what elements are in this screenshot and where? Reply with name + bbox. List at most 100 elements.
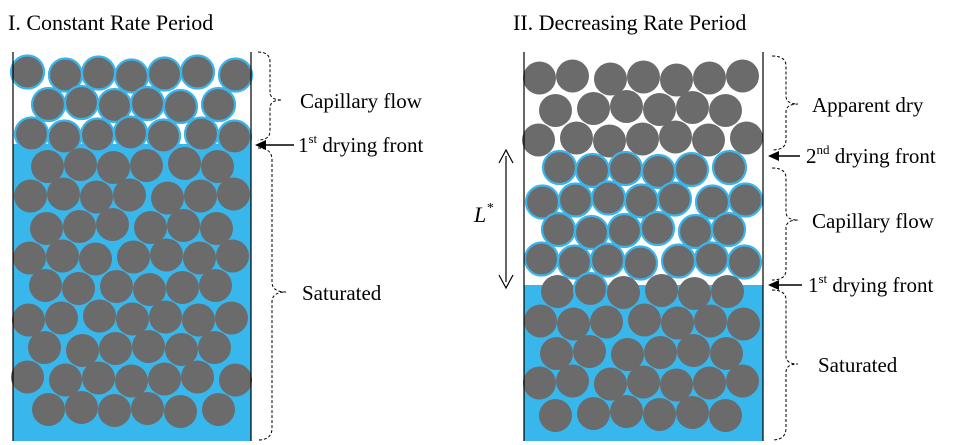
particle bbox=[726, 364, 759, 398]
particle bbox=[677, 334, 710, 367]
particle bbox=[726, 244, 763, 280]
particle bbox=[11, 360, 44, 394]
panel-decreasing-rate: II. Decreasing Rate Period L* Apparent d… bbox=[473, 10, 936, 441]
particle bbox=[660, 243, 697, 279]
particle bbox=[673, 151, 710, 188]
label-capillary-flow-right: Capillary flow bbox=[812, 209, 935, 233]
particle bbox=[168, 147, 201, 180]
particle bbox=[12, 303, 45, 337]
particle bbox=[661, 306, 694, 340]
particle bbox=[82, 361, 115, 395]
brace-apparent-dry bbox=[771, 55, 799, 151]
particle bbox=[659, 120, 692, 154]
particle bbox=[693, 241, 730, 277]
particle bbox=[676, 91, 709, 124]
particle bbox=[594, 62, 627, 96]
particle bbox=[117, 240, 150, 274]
particle bbox=[198, 331, 231, 364]
particle bbox=[49, 363, 82, 397]
particle bbox=[577, 92, 610, 125]
length-arrow-head-bottom bbox=[498, 274, 514, 290]
particle bbox=[610, 90, 643, 123]
particle bbox=[13, 116, 50, 152]
particle bbox=[66, 334, 99, 367]
particle bbox=[199, 269, 232, 302]
particle bbox=[80, 180, 113, 214]
particle bbox=[115, 364, 148, 398]
label-apparent-dry: Apparent dry bbox=[812, 93, 924, 117]
particle bbox=[132, 330, 165, 363]
particle bbox=[184, 179, 217, 213]
particle bbox=[63, 210, 96, 243]
particle bbox=[694, 304, 727, 338]
particle bbox=[573, 335, 606, 368]
particle bbox=[148, 362, 181, 396]
particle bbox=[726, 59, 759, 93]
particle bbox=[182, 303, 215, 337]
label-saturated-right: Saturated bbox=[818, 353, 898, 377]
particle bbox=[560, 121, 593, 155]
particle bbox=[627, 365, 660, 399]
particle bbox=[539, 94, 572, 127]
particle bbox=[112, 115, 149, 151]
particle bbox=[133, 273, 166, 306]
particle bbox=[572, 271, 609, 308]
brace-saturated bbox=[257, 147, 287, 441]
particle bbox=[557, 182, 594, 218]
brace-capillary-flow-right bbox=[771, 167, 799, 281]
particle bbox=[656, 181, 693, 217]
arrow-head-first-drying-front-right bbox=[768, 280, 779, 290]
particle bbox=[149, 300, 182, 334]
particle bbox=[730, 121, 763, 155]
particle bbox=[727, 307, 760, 341]
particle bbox=[645, 274, 678, 307]
particle bbox=[693, 61, 726, 95]
particle bbox=[83, 299, 116, 333]
particle bbox=[164, 395, 197, 428]
particle bbox=[216, 239, 249, 273]
label-first-drying-front-right: 1st drying front bbox=[808, 271, 933, 297]
particle bbox=[709, 399, 742, 432]
particle bbox=[523, 366, 556, 400]
panel-constant-rate: I. Constant Rate Period Capillary flow 1… bbox=[8, 10, 423, 441]
particle bbox=[215, 301, 248, 335]
particle bbox=[45, 301, 78, 335]
particle bbox=[46, 119, 83, 155]
particle bbox=[167, 209, 200, 242]
particle bbox=[162, 88, 199, 125]
panel-title-constant-rate: I. Constant Rate Period bbox=[8, 10, 213, 35]
particle bbox=[219, 363, 252, 397]
particle-bed-right bbox=[522, 59, 764, 432]
particle bbox=[557, 307, 590, 341]
particle bbox=[711, 275, 744, 308]
label-saturated: Saturated bbox=[302, 281, 382, 305]
particle bbox=[130, 149, 163, 182]
particle bbox=[692, 123, 725, 157]
particle bbox=[200, 212, 233, 245]
particle bbox=[556, 59, 589, 93]
particle bbox=[131, 392, 164, 425]
particle bbox=[627, 60, 660, 94]
particle bbox=[594, 367, 627, 401]
particle bbox=[643, 93, 676, 126]
particle bbox=[62, 272, 95, 305]
particle bbox=[577, 397, 610, 430]
particle bbox=[201, 150, 234, 183]
particle bbox=[710, 211, 747, 248]
particle bbox=[216, 119, 253, 155]
particle bbox=[643, 398, 676, 431]
particle bbox=[539, 399, 572, 432]
particle bbox=[63, 84, 100, 121]
particle bbox=[98, 394, 131, 427]
particle bbox=[644, 336, 677, 369]
particle bbox=[181, 360, 214, 394]
particle bbox=[134, 211, 167, 244]
particle bbox=[540, 337, 573, 370]
particle bbox=[660, 368, 693, 402]
particle bbox=[676, 396, 709, 429]
particle bbox=[541, 275, 574, 308]
particle bbox=[13, 241, 46, 275]
particle bbox=[639, 210, 676, 247]
particle bbox=[611, 338, 644, 371]
particle bbox=[113, 178, 146, 212]
